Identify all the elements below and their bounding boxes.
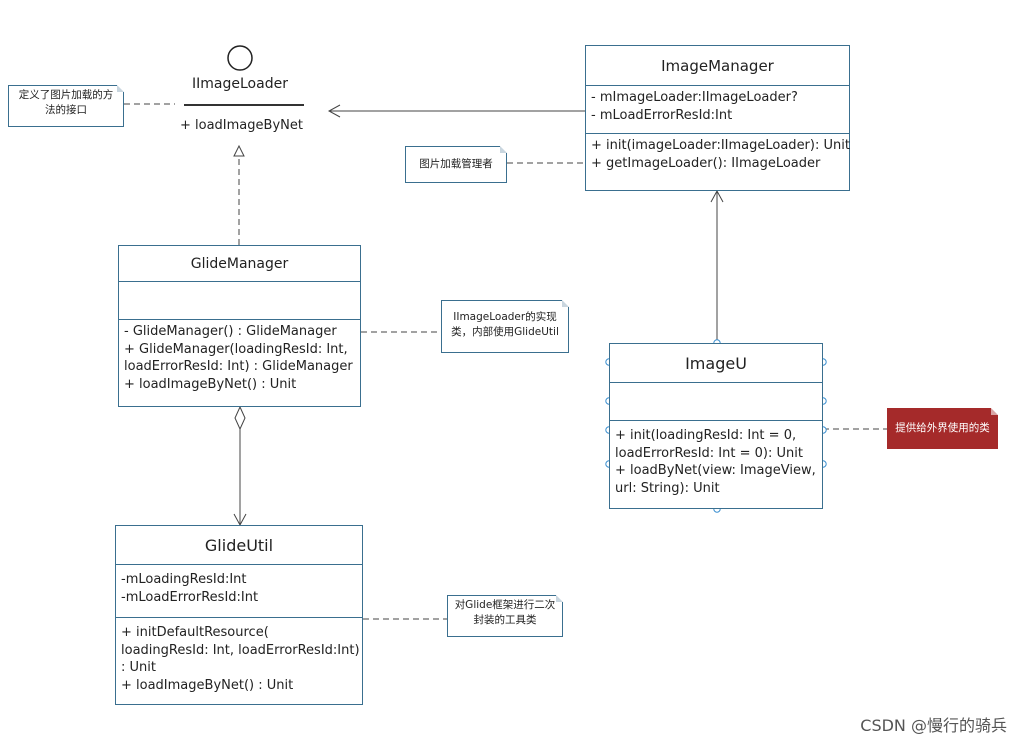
- assoc-arrowhead-up: [710, 189, 724, 203]
- operation: - GlideManager() : GlideManager: [124, 324, 337, 339]
- note-fold-icon: [117, 85, 124, 92]
- interface-divider: [184, 104, 304, 106]
- note-line: 对Glide框架进行二次: [454, 599, 556, 611]
- interface-circle-icon: [227, 45, 253, 71]
- note-line: 定义了图片加载的方: [18, 89, 114, 101]
- operation: loadErrorResId: Int = 0): Unit: [615, 445, 803, 461]
- note-fold-icon: [562, 300, 569, 307]
- note-line: 类，内部使用GlideUtil: [451, 326, 559, 338]
- note-glide-manager[interactable]: IImageLoader的实现 类，内部使用GlideUtil: [441, 300, 569, 353]
- class-name: GlideManager: [119, 246, 360, 282]
- attributes-section: [119, 282, 360, 320]
- operations-section: + init(imageLoader:IImageLoader): Unit +…: [586, 134, 850, 175]
- note-interface[interactable]: 定义了图片加载的方 法的接口: [8, 85, 124, 127]
- note-line: 法的接口: [45, 104, 87, 116]
- attribute: - mLoadErrorResId:Int: [591, 107, 733, 123]
- class-image-manager[interactable]: ImageManager - mImageLoader:IImageLoader…: [585, 45, 850, 191]
- interface-name: IImageLoader: [192, 76, 288, 92]
- operation: + initDefaultResource(: [121, 625, 269, 640]
- note-line: 提供给外界使用的类: [895, 422, 990, 434]
- note-fold-icon: [500, 146, 507, 153]
- watermark: CSDN @慢行的骑兵: [860, 716, 1007, 735]
- operation: + loadByNet(view: ImageView,: [615, 463, 816, 478]
- operation: url: String): Unit: [615, 480, 720, 496]
- attributes-section: [610, 383, 822, 421]
- class-name: ImageU: [610, 344, 822, 383]
- attributes-section: -mLoadingResId:Int -mLoadErrorResId:Int: [116, 565, 362, 618]
- class-name: GlideUtil: [116, 526, 362, 565]
- attribute: -mLoadingResId:Int: [121, 572, 247, 587]
- operation: + init(loadingResId: Int = 0,: [615, 428, 797, 443]
- operation: + loadImageByNet() : Unit: [124, 376, 297, 392]
- class-glide-util[interactable]: GlideUtil -mLoadingResId:Int -mLoadError…: [115, 525, 363, 705]
- aggregation-diamond: [234, 405, 246, 431]
- assoc-arrowhead: [327, 104, 341, 118]
- operations-section: + init(loadingResId: Int = 0, loadErrorR…: [610, 421, 822, 500]
- note-fold-icon: [556, 595, 563, 602]
- class-name: ImageManager: [586, 46, 849, 86]
- interface-operation: + loadImageByNet: [180, 118, 303, 133]
- class-glide-manager[interactable]: GlideManager - GlideManager() : GlideMan…: [118, 245, 361, 407]
- attributes-section: - mImageLoader:IImageLoader? - mLoadErro…: [586, 86, 849, 134]
- operation: loadingResId: Int, loadErrorResId:Int): [121, 642, 360, 658]
- note-line: 封装的工具类: [473, 614, 537, 626]
- note-line: 图片加载管理者: [419, 158, 493, 170]
- realization-triangle: [233, 144, 245, 157]
- class-image-u[interactable]: ImageU + init(loadingResId: Int = 0, loa…: [609, 343, 823, 509]
- operation: + getImageLoader(): IImageLoader: [591, 155, 821, 171]
- operation: loadErrorResId: Int) : GlideManager: [124, 359, 353, 374]
- operation: + GlideManager(loadingResId: Int,: [124, 341, 348, 357]
- note-image-u[interactable]: 提供给外界使用的类: [887, 408, 998, 449]
- operations-section: - GlideManager() : GlideManager + GlideM…: [119, 320, 360, 396]
- attribute: - mImageLoader:IImageLoader?: [591, 90, 798, 105]
- operation: + init(imageLoader:IImageLoader): Unit: [591, 138, 850, 153]
- note-manager[interactable]: 图片加载管理者: [405, 146, 507, 183]
- attribute: -mLoadErrorResId:Int: [121, 589, 259, 605]
- note-line: IImageLoader的实现: [453, 311, 557, 323]
- operation: + loadImageByNet() : Unit: [121, 677, 294, 693]
- note-fold-icon: [991, 408, 998, 415]
- note-glide-util[interactable]: 对Glide框架进行二次 封装的工具类: [447, 595, 563, 637]
- operation: : Unit: [121, 660, 156, 675]
- operations-section: + initDefaultResource( loadingResId: Int…: [116, 618, 362, 697]
